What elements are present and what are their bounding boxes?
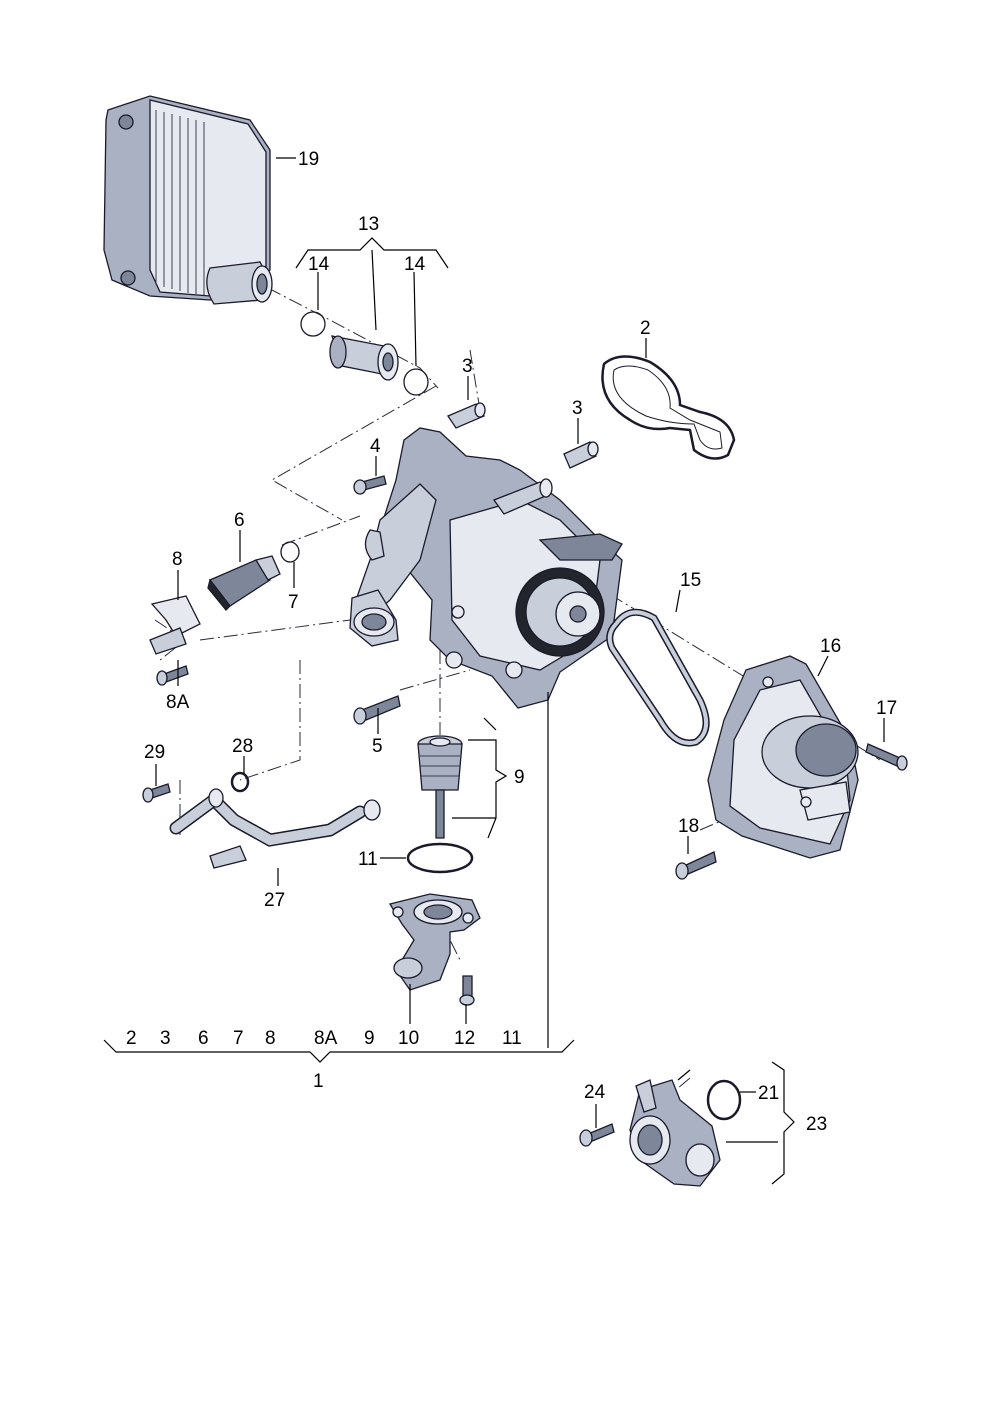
callout-15: 15	[680, 570, 701, 591]
callout-29: 29	[144, 742, 165, 763]
callout-3-right: 3	[572, 398, 583, 419]
callout-16: 16	[820, 636, 841, 657]
o-ring-part-21	[706, 1079, 742, 1121]
union-part-13	[329, 335, 399, 381]
callout-2: 2	[640, 318, 651, 339]
gasket-part-2	[601, 355, 736, 460]
assembly-1-label: 1	[313, 1071, 324, 1092]
callout-4: 4	[370, 436, 381, 457]
callout-17: 17	[876, 698, 897, 719]
assembly-member-8: 8	[265, 1028, 276, 1049]
bolt-part-24	[579, 1123, 615, 1147]
callout-12: 12	[454, 1028, 475, 1049]
assembly-member-9: 9	[364, 1028, 375, 1049]
callout-27: 27	[264, 890, 285, 911]
assembly-member-6: 6	[198, 1028, 209, 1049]
assembly-member-2: 2	[126, 1028, 137, 1049]
callout-18: 18	[678, 816, 699, 837]
callout-23: 23	[806, 1114, 827, 1135]
bolt-part-4	[353, 475, 387, 495]
temperature-sensor-part-6	[207, 555, 281, 611]
callout-6: 6	[234, 510, 245, 531]
coolant-connector-part-10	[388, 893, 481, 991]
bolt-part-12	[459, 975, 475, 1006]
callout-21: 21	[758, 1083, 779, 1104]
thermostat-part-9	[417, 735, 463, 839]
callout-11: 11	[358, 849, 378, 870]
callout-labels: 19 13 14 14 2 3 3 4 6 7 8 8A 15 16 17 5 …	[144, 149, 897, 1135]
pump-cover-part-16	[707, 655, 859, 859]
callout-8A: 8A	[166, 692, 190, 713]
oil-cooler-part-19	[103, 95, 273, 305]
assembly-member-7: 7	[233, 1028, 244, 1049]
callout-9: 9	[514, 767, 525, 788]
o-ring-part-28	[230, 771, 250, 793]
coolant-pump-housing	[349, 427, 623, 709]
assembly-member-3: 3	[160, 1028, 171, 1049]
bolt-part-29	[142, 783, 171, 803]
o-ring-part-11	[406, 842, 474, 874]
dowel-sleeve-part-3-right	[563, 441, 599, 469]
callout-8: 8	[172, 549, 183, 570]
coolant-pipe-part-27	[169, 788, 381, 869]
bolt-part-18	[675, 851, 717, 880]
callout-14-left: 14	[308, 254, 330, 275]
callout-14-right: 14	[404, 254, 426, 275]
callout-28: 28	[232, 736, 253, 757]
seal-ring-part-14-left	[300, 311, 326, 337]
callout-24: 24	[584, 1082, 606, 1103]
assembly-member-11: 11	[502, 1028, 522, 1049]
toothed-belt-part-15	[606, 608, 710, 747]
bolt-part-17	[865, 743, 908, 771]
callout-10: 10	[398, 1028, 419, 1049]
callout-5: 5	[372, 736, 383, 757]
bolt-part-5	[353, 695, 401, 725]
coolant-flange-part-23	[629, 1079, 721, 1187]
seal-ring-part-14-right	[403, 368, 429, 396]
leader-lines	[103, 157, 885, 1185]
assembly-1-legend: 2 3 6 7 8 8A 9 11 1	[126, 1028, 522, 1092]
callout-3-left: 3	[462, 356, 473, 377]
callout-13: 13	[358, 214, 379, 235]
callout-19: 19	[298, 149, 319, 170]
bolt-part-8A	[156, 665, 189, 686]
dowel-sleeve-part-3-left	[447, 402, 486, 429]
assembly-member-8A: 8A	[314, 1028, 338, 1049]
retaining-clip-part-8	[149, 595, 201, 655]
callout-7: 7	[288, 592, 299, 613]
o-ring-part-7	[280, 541, 300, 563]
